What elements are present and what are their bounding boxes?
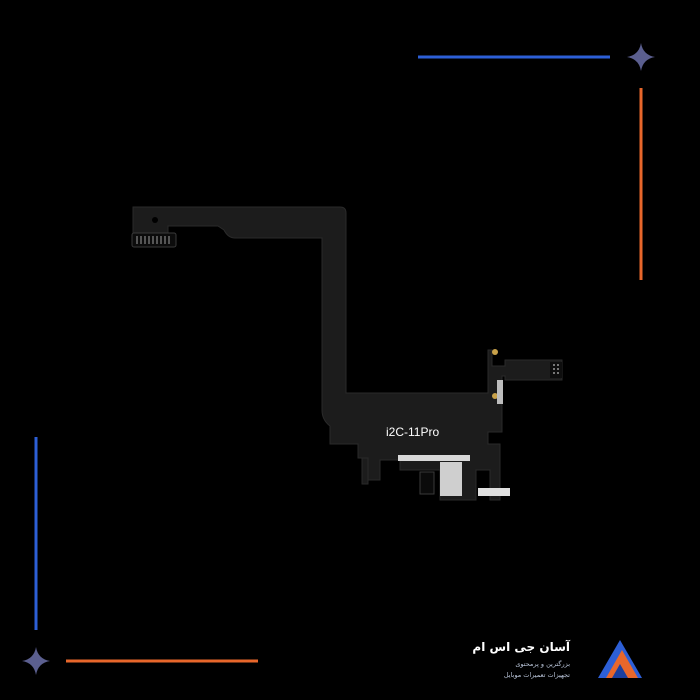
brand-block: آسان جی اس ام بزرگترین و پرمحتوی تجهیزات…	[472, 636, 640, 686]
gold-contact	[492, 393, 498, 399]
sensor-contacts	[553, 364, 559, 374]
gold-contact	[492, 349, 498, 355]
brand-logo-icon	[598, 640, 642, 678]
silver-pad	[478, 488, 510, 496]
brand-tagline-2: تجهیزات تعمیرات موبایل	[503, 671, 570, 679]
flex-cable: i2C-11Pro	[131, 206, 563, 501]
silver-pad	[398, 455, 470, 461]
sensor-tab	[550, 362, 562, 378]
silver-pad	[440, 462, 462, 496]
silver-stiffener	[497, 380, 503, 404]
brand-name: آسان جی اس ام	[472, 640, 570, 654]
sparkle-star-icon	[22, 647, 50, 675]
product-label: i2C-11Pro	[386, 425, 439, 439]
small-component	[419, 471, 435, 495]
mount-hole	[152, 217, 158, 223]
sparkle-star-icon	[627, 43, 655, 71]
brand-tagline-1: بزرگترین و پرمحتوی	[515, 660, 570, 668]
flex-cable-body	[132, 206, 563, 501]
small-tab	[361, 457, 369, 485]
connector-pins	[136, 236, 170, 244]
